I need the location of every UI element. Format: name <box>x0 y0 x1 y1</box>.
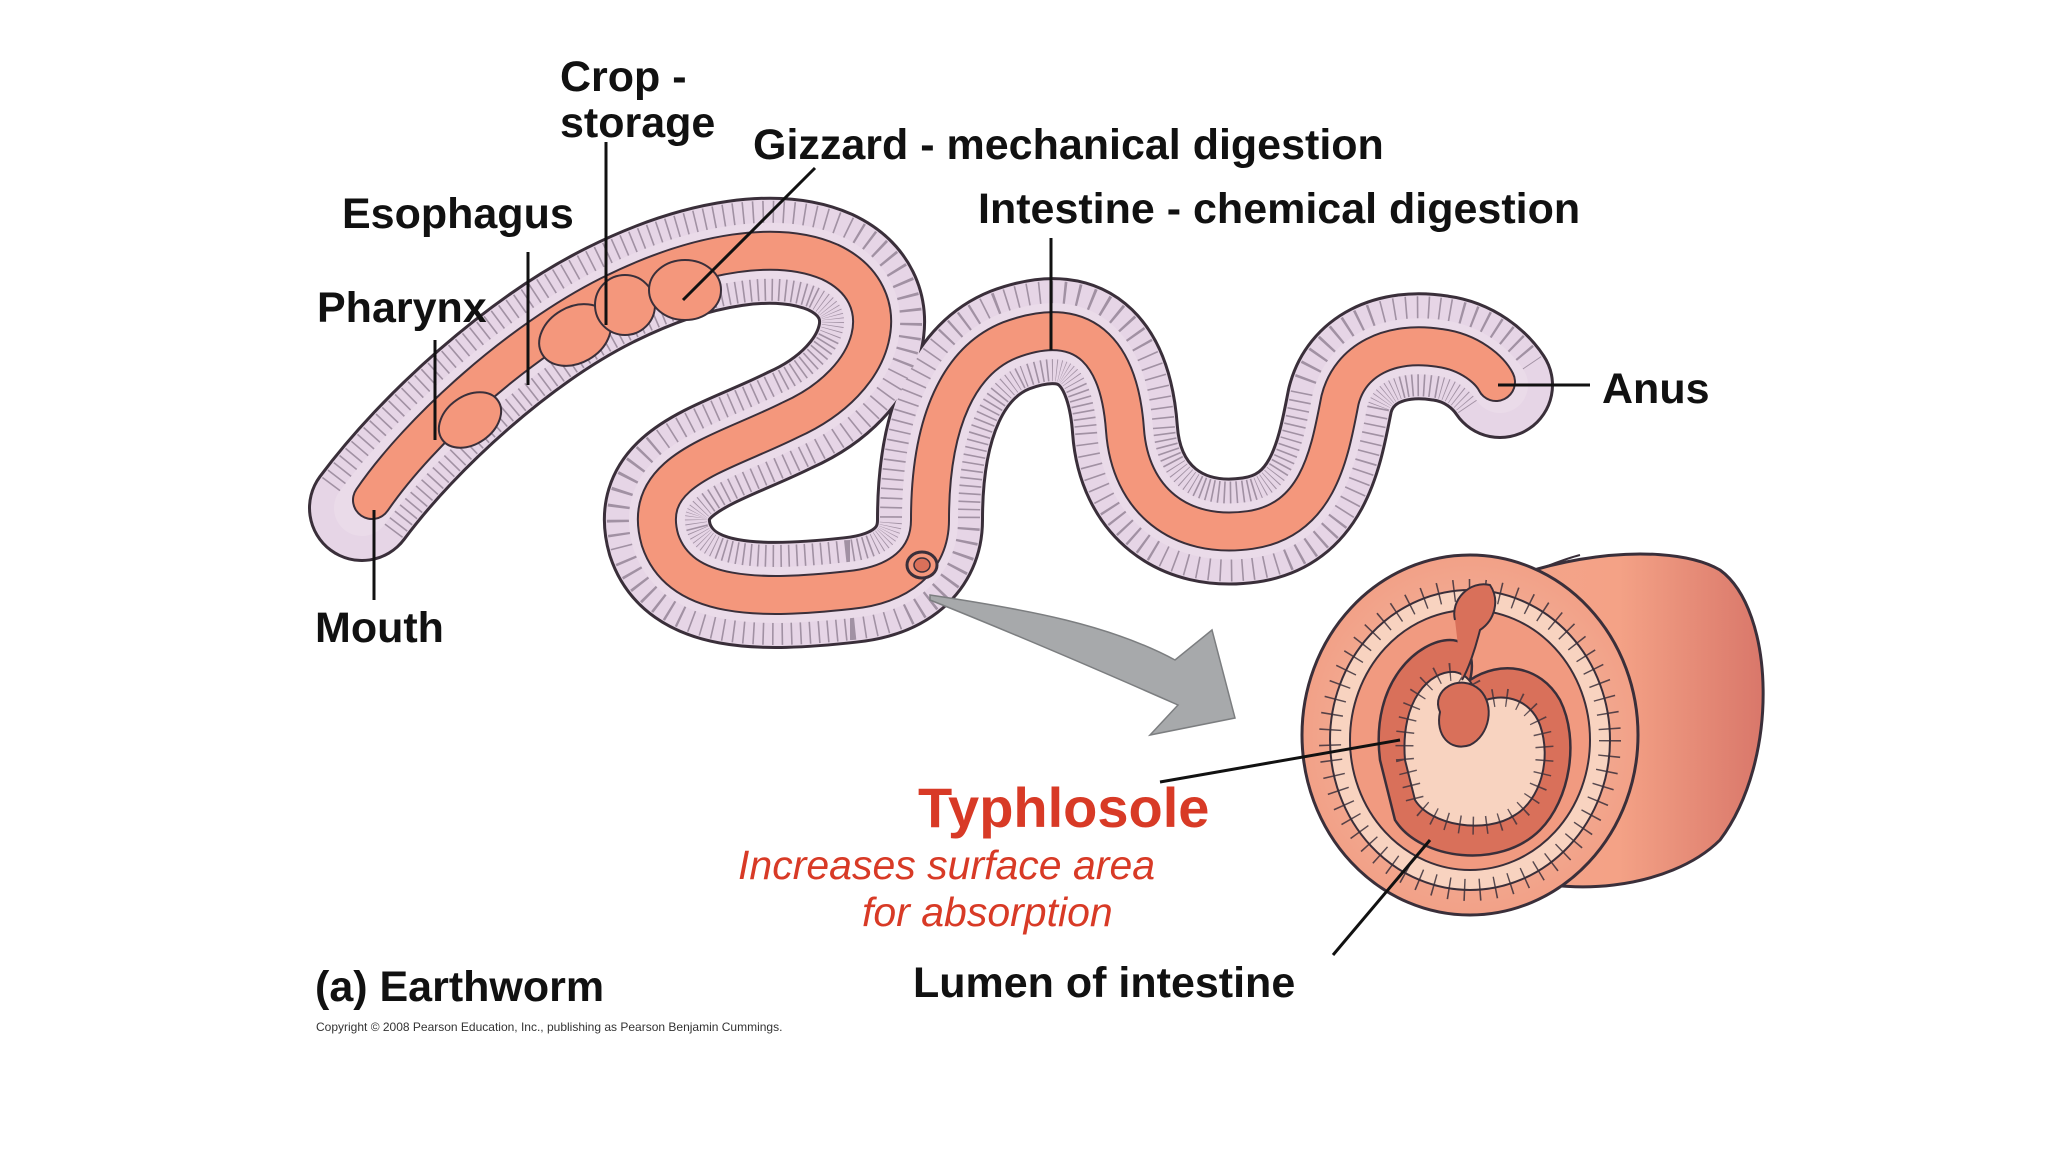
typhlosole-note-line2: for absorption <box>862 889 1113 935</box>
label-lumen: Lumen of intestine <box>913 959 1296 1007</box>
leader-lines <box>372 142 1590 956</box>
leader-gizzard <box>681 166 817 302</box>
label-gizzard: Gizzard - mechanical digestion <box>753 121 1384 169</box>
label-crop-line1: Crop - <box>560 53 687 101</box>
label-intestine: Intestine - chemical digestion <box>978 185 1581 233</box>
label-esophagus: Esophagus <box>342 190 574 238</box>
copyright-notice: Copyright © 2008 Pearson Education, Inc.… <box>316 1020 783 1034</box>
label-mouth: Mouth <box>315 604 444 652</box>
leader-lumen <box>1331 839 1432 956</box>
typhlosole-note-line1: Increases surface area <box>738 842 1156 888</box>
intestine-cross-section <box>1300 552 1765 917</box>
earthworm-body <box>308 196 1554 649</box>
panel-caption: (a) Earthworm <box>315 963 605 1011</box>
leader-typhlosole <box>1159 738 1401 784</box>
label-crop-line2: storage <box>560 99 716 147</box>
label-anus: Anus <box>1602 365 1710 413</box>
section-arrow <box>929 594 1236 737</box>
label-typhlosole: Typhlosole <box>918 776 1210 839</box>
label-pharynx: Pharynx <box>317 284 487 332</box>
